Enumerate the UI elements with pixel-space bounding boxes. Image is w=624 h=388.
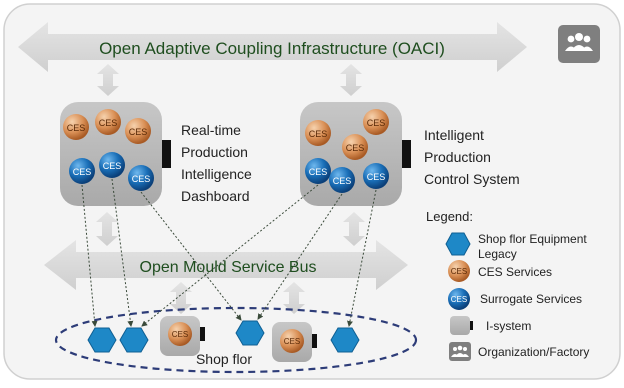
system-left-line: Dashboard (181, 188, 250, 204)
ces-service-icon: CES (63, 114, 89, 140)
legend-equipment-icon (445, 232, 471, 256)
ces-text: CES (309, 167, 328, 177)
ces-text: CES (284, 337, 300, 346)
legend: Legend: Shop flor Equipment Legacy CES C… (426, 209, 590, 361)
surrogate-link (140, 191, 242, 321)
ces-text: CES (172, 330, 188, 339)
shop-floor-region (54, 306, 418, 374)
surrogate-link (347, 189, 377, 327)
service-bus-arrow (44, 240, 408, 290)
legend-isystem-icon (450, 316, 473, 335)
legend-surrogate-label: Surrogate Services (480, 292, 582, 306)
oaci-arrow (18, 22, 527, 72)
ces-text: CES (67, 123, 86, 133)
system-left-line: Real-time (181, 122, 241, 138)
ces-text: CES (309, 129, 328, 139)
surrogate-service-icon: CES (329, 167, 355, 193)
legend-equipment-line: Shop flor Equipment (478, 232, 587, 246)
ces-text: CES (333, 176, 352, 186)
surrogate-service-icon: CES (69, 158, 95, 184)
ces-text: CES (99, 118, 118, 128)
system-left-line: Intelligence (181, 166, 252, 182)
system-left-label: Real-time Production Intelligence Dashbo… (181, 122, 256, 204)
surrogate-service-icon: CES (305, 158, 331, 184)
ces-text: CES (129, 127, 148, 137)
ces-service-icon: CES (363, 109, 389, 135)
shop-floor-label: Shop flor (196, 351, 252, 367)
system-left-line: Production (181, 144, 248, 160)
ces-text: CES (346, 143, 365, 153)
legend-organization-icon (449, 342, 471, 361)
equipment-hexagon (119, 327, 149, 353)
legend-isystem-label: I-system (486, 319, 531, 333)
legend-org-label: Organization/Factory (478, 345, 589, 359)
isystem-shop-floor: CES (160, 316, 205, 356)
service-bus-label: Open Mould Service Bus (140, 259, 317, 276)
equipment-hexagon (330, 327, 360, 353)
legend-ces-label: CES Services (478, 265, 552, 279)
system-right-label: Intelligent Production Control System (424, 127, 520, 187)
legend-ces-icon: CES (448, 260, 470, 282)
connector-oaci-left (97, 64, 119, 96)
isystem-shop-floor: CES (272, 322, 317, 362)
connector-left-bus (96, 212, 118, 246)
ces-text: CES (367, 172, 386, 182)
ces-service-icon: CES (95, 109, 121, 135)
surrogate-service-icon: CES (99, 152, 125, 178)
legend-surrogate-icon: CES (448, 288, 470, 310)
connector-right-bus (343, 212, 365, 246)
surrogate-service-icon: CES (363, 163, 389, 189)
ces-service-icon: CES (342, 134, 368, 160)
ces-text: CES (451, 295, 467, 304)
surrogate-service-icon: CES (128, 165, 154, 191)
equipment-hexagon (87, 327, 117, 353)
ces-service-icon: CES (305, 120, 331, 146)
surrogate-links (81, 178, 377, 327)
organization-icon (558, 25, 600, 63)
surrogate-link (111, 178, 134, 327)
ces-text: CES (132, 174, 151, 184)
surrogate-link (257, 193, 343, 320)
legend-equipment-label: Shop flor Equipment Legacy (478, 232, 590, 261)
system-right-line: Production (424, 149, 491, 165)
legend-equipment-line: Legacy (478, 247, 517, 261)
ces-service-icon: CES (125, 118, 151, 144)
ces-text: CES (451, 267, 467, 276)
connector-bus-shop-right (283, 282, 305, 314)
oaci-label: Open Adaptive Coupling Infrastructure (O… (99, 39, 445, 58)
system-right-line: Control System (424, 171, 520, 187)
surrogate-link (81, 184, 98, 327)
connector-oaci-right (340, 64, 362, 96)
system-right-line: Intelligent (424, 127, 484, 143)
legend-title: Legend: (426, 209, 473, 224)
surrogate-link (141, 184, 319, 327)
equipment-hexagon (235, 320, 265, 346)
ces-text: CES (73, 167, 92, 177)
ces-text: CES (103, 161, 122, 171)
ces-text: CES (367, 118, 386, 128)
